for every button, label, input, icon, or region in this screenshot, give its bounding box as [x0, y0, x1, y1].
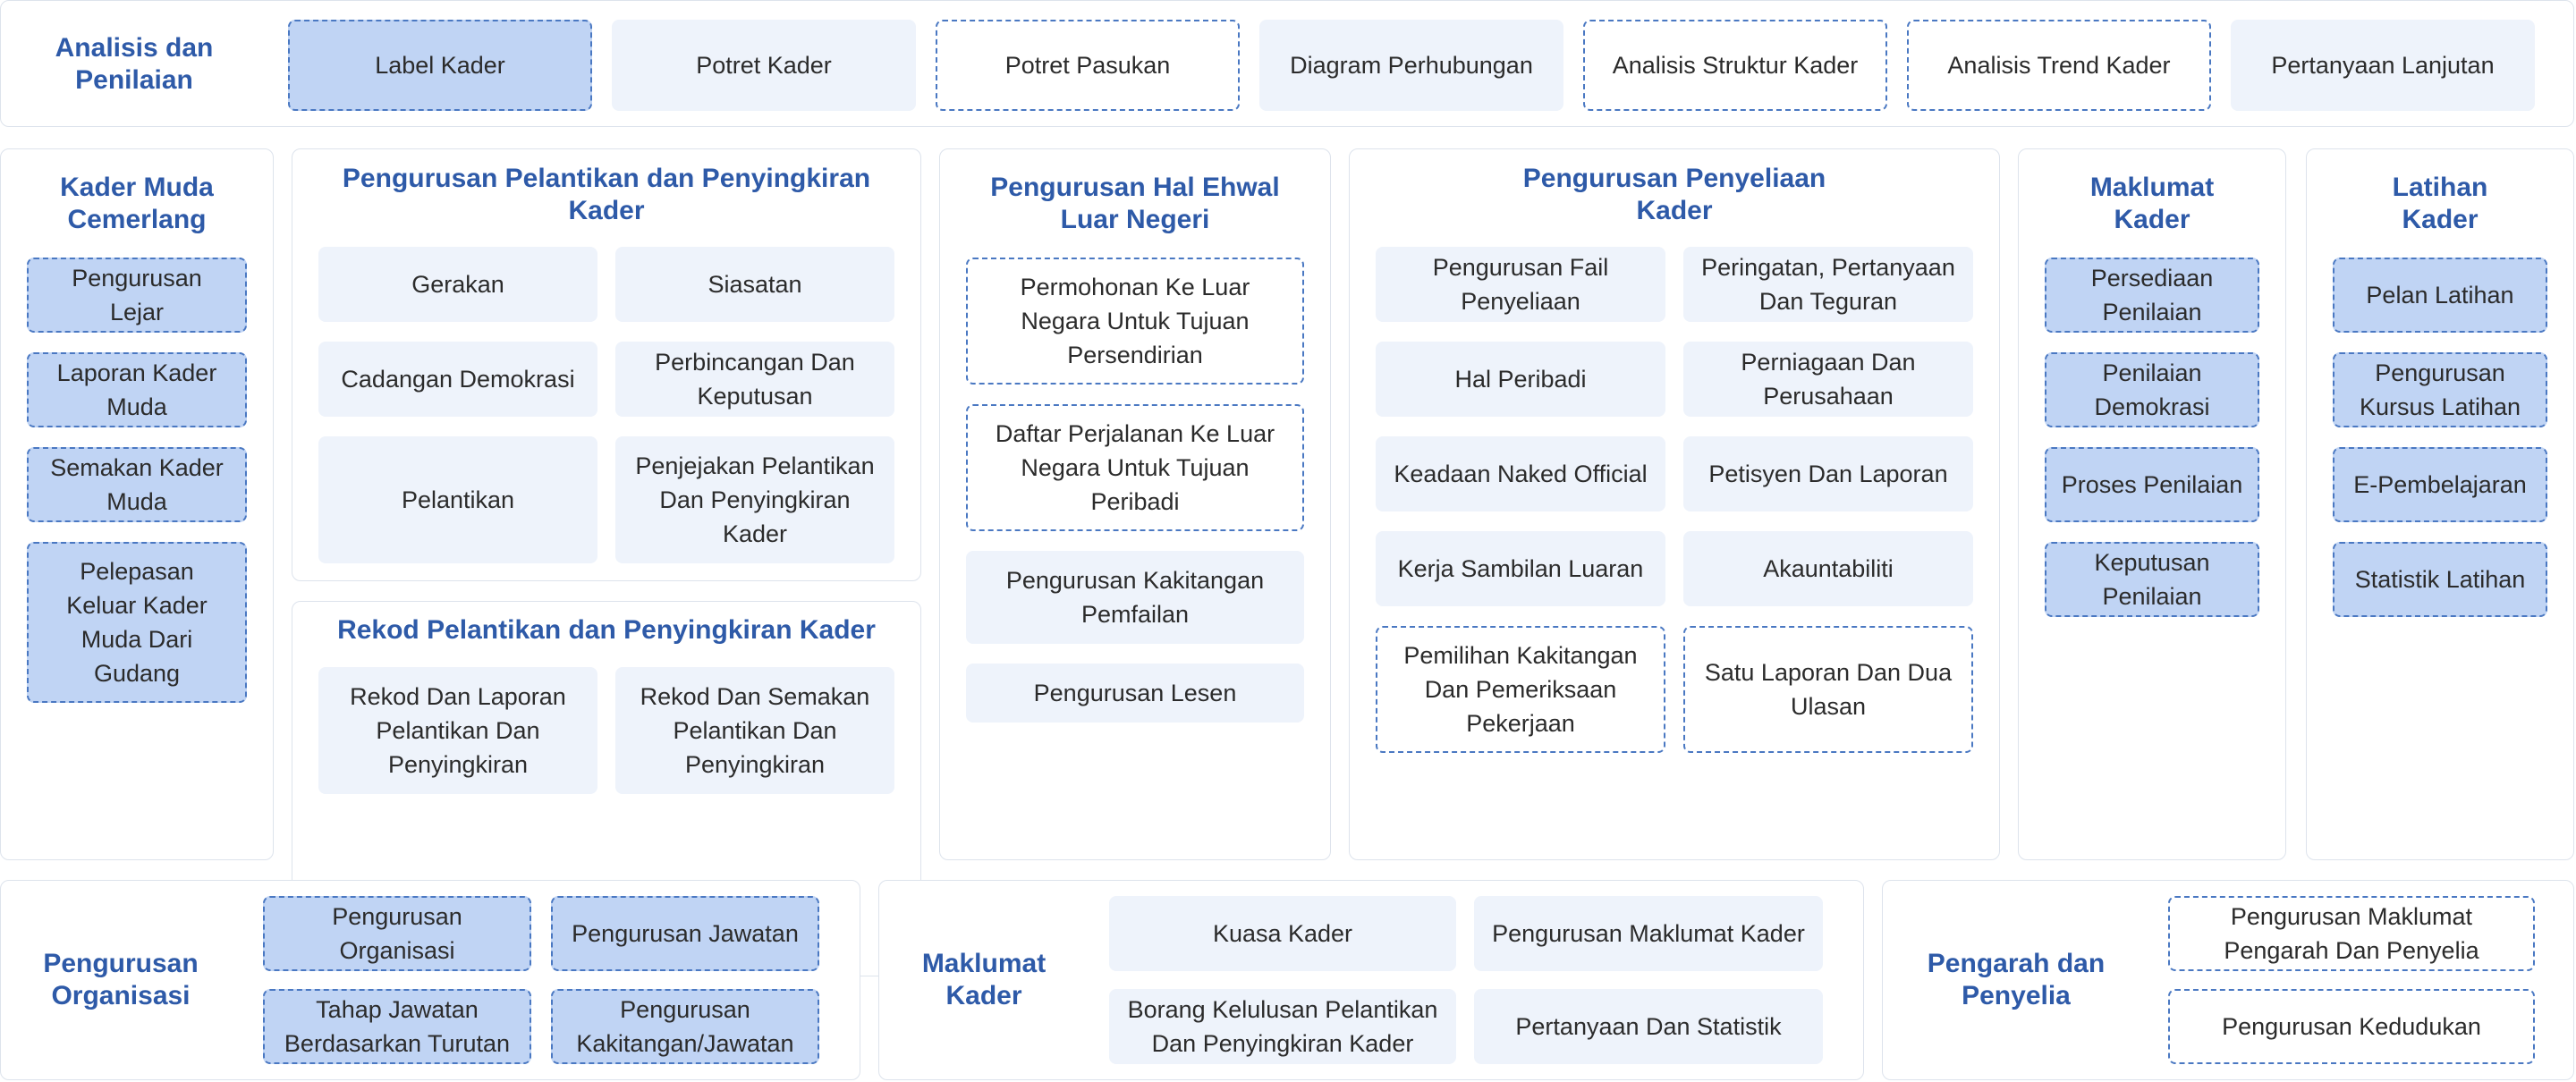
penyeliaan-item[interactable]: Pemilihan Kakitangan Dan Pemeriksaan Pek…	[1376, 626, 1665, 753]
rekod-item[interactable]: Rekod Dan Semakan Pelantikan Dan Penying…	[615, 667, 894, 794]
luar-negeri-title: Pengurusan Hal Ehwal Luar Negeri	[990, 173, 1280, 234]
maklumat-bottom-item[interactable]: Pengurusan Maklumat Kader	[1474, 896, 1823, 971]
maklumat-bottom-item[interactable]: Borang Kelulusan Pelantikan Dan Penyingk…	[1109, 989, 1456, 1064]
penyeliaan-item[interactable]: Pengurusan Fail Penyeliaan	[1376, 247, 1665, 322]
latihan-item[interactable]: Pengurusan Kursus Latihan	[2333, 352, 2547, 427]
pengarah-item[interactable]: Pengurusan Kedudukan	[2168, 989, 2535, 1064]
penyeliaan-item[interactable]: Kerja Sambilan Luaran	[1376, 531, 1665, 606]
kader-muda-item[interactable]: Pelepasan Keluar Kader Muda Dari Gudang	[27, 542, 247, 703]
kader-muda-item[interactable]: Pengurusan Lejar	[27, 258, 247, 333]
pelantikan-item[interactable]: Perbincangan Dan Keputusan	[615, 342, 894, 417]
tab-potret-kader[interactable]: Potret Kader	[612, 20, 916, 111]
pelantikan-item[interactable]: Gerakan	[318, 247, 597, 322]
penyeliaan-item[interactable]: Peringatan, Pertanyaan Dan Teguran	[1683, 247, 1973, 322]
maklumat-kader-item[interactable]: Penilaian Demokrasi	[2045, 352, 2259, 427]
organisasi-title: Pengurusan Organisasi	[43, 949, 199, 1010]
maklumat-kader-title: Maklumat Kader	[2089, 173, 2215, 234]
pengarah-item[interactable]: Pengurusan Maklumat Pengarah Dan Penyeli…	[2168, 896, 2535, 971]
pelantikan-item[interactable]: Cadangan Demokrasi	[318, 342, 597, 417]
organisasi-item[interactable]: Pengurusan Organisasi	[263, 896, 531, 971]
maklumat-bottom-item[interactable]: Pertanyaan Dan Statistik	[1474, 989, 1823, 1064]
pelantikan-item[interactable]: Siasatan	[615, 247, 894, 322]
penyeliaan-item[interactable]: Satu Laporan Dan Dua Ulasan	[1683, 626, 1973, 753]
latihan-item[interactable]: E-Pembelajaran	[2333, 447, 2547, 522]
tab-analisis-struktur[interactable]: Analisis Struktur Kader	[1583, 20, 1887, 111]
rekod-title: Rekod Pelantikan dan Penyingkiran Kader	[337, 615, 876, 645]
organisasi-item[interactable]: Tahap Jawatan Berdasarkan Turutan	[263, 989, 531, 1064]
tab-analisis-trend[interactable]: Analisis Trend Kader	[1907, 20, 2211, 111]
pelantikan-item[interactable]: Penjejakan Pelantikan Dan Penyingkiran K…	[615, 436, 894, 563]
organisasi-item[interactable]: Pengurusan Jawatan	[551, 896, 819, 971]
penyeliaan-item[interactable]: Keadaan Naked Official	[1376, 436, 1665, 511]
luar-negeri-item[interactable]: Pengurusan Lesen	[966, 664, 1304, 723]
organisasi-item[interactable]: Pengurusan Kakitangan/Jawatan	[551, 989, 819, 1064]
maklumat-bottom-title: Maklumat Kader	[921, 949, 1046, 1010]
maklumat-kader-item[interactable]: Keputusan Penilaian	[2045, 542, 2259, 617]
kader-muda-item[interactable]: Laporan Kader Muda	[27, 352, 247, 427]
kader-muda-item[interactable]: Semakan Kader Muda	[27, 447, 247, 522]
penyeliaan-item[interactable]: Akauntabiliti	[1683, 531, 1973, 606]
latihan-item[interactable]: Statistik Latihan	[2333, 542, 2547, 617]
luar-negeri-item[interactable]: Pengurusan Kakitangan Pemfailan	[966, 551, 1304, 644]
maklumat-bottom-item[interactable]: Kuasa Kader	[1109, 896, 1456, 971]
maklumat-kader-item[interactable]: Proses Penilaian	[2045, 447, 2259, 522]
penyeliaan-item[interactable]: Perniagaan Dan Perusahaan	[1683, 342, 1973, 417]
pengarah-title: Pengarah dan Penyelia	[1927, 949, 2106, 1010]
latihan-title: Latihan Kader	[2392, 173, 2488, 234]
penyeliaan-item[interactable]: Hal Peribadi	[1376, 342, 1665, 417]
penyeliaan-item[interactable]: Petisyen Dan Laporan	[1683, 436, 1973, 511]
pelantikan-item[interactable]: Pelantikan	[318, 436, 597, 563]
luar-negeri-item[interactable]: Permohonan Ke Luar Negara Untuk Tujuan P…	[966, 258, 1304, 385]
analisis-title: Analisis dan Penilaian	[55, 33, 214, 95]
kader-muda-title: Kader Muda Cemerlang	[60, 173, 214, 234]
tab-potret-pasukan[interactable]: Potret Pasukan	[936, 20, 1240, 111]
maklumat-kader-item[interactable]: Persediaan Penilaian	[2045, 258, 2259, 333]
rekod-item[interactable]: Rekod Dan Laporan Pelantikan Dan Penying…	[318, 667, 597, 794]
latihan-item[interactable]: Pelan Latihan	[2333, 258, 2547, 333]
pelantikan-title: Pengurusan Pelantikan dan Penyingkiran K…	[342, 164, 871, 225]
tab-label-kader[interactable]: Label Kader	[288, 20, 592, 111]
penyeliaan-title: Pengurusan Penyeliaan Kader	[1522, 164, 1826, 225]
tab-pertanyaan-lanjutan[interactable]: Pertanyaan Lanjutan	[2231, 20, 2535, 111]
tab-diagram-perhubungan[interactable]: Diagram Perhubungan	[1259, 20, 1563, 111]
luar-negeri-item[interactable]: Daftar Perjalanan Ke Luar Negara Untuk T…	[966, 404, 1304, 531]
